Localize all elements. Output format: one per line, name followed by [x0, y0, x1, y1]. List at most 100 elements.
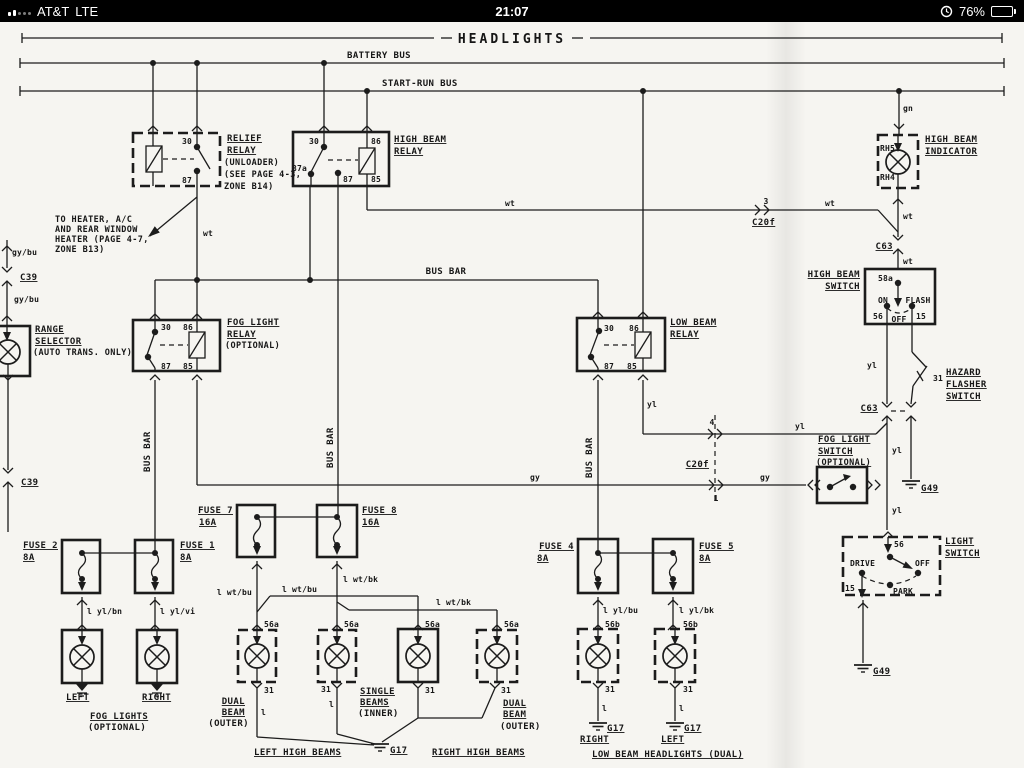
fuse2-amp: 8A — [23, 553, 35, 563]
terminal-31-1: 31 — [264, 686, 274, 695]
light-switch-park: PARK — [893, 587, 913, 596]
range-selector-label-1: RANGE — [35, 325, 64, 335]
wire-lwtbk-1: l wt/bk — [343, 575, 378, 584]
fog-relay-label-1: FOG LIGHT — [227, 318, 280, 328]
wire-lylbk: l yl/bk — [679, 606, 714, 615]
g17-left-caption: LEFT — [661, 735, 684, 745]
fuse2-name: FUSE 2 — [23, 541, 58, 551]
wire-gy-2: gy — [760, 473, 770, 482]
dual-beam-left-1: DUAL — [222, 697, 245, 707]
single-beams-2: BEAMS — [360, 698, 389, 708]
g49-label-2: G49 — [873, 667, 890, 677]
low-pin-30: 30 — [604, 324, 614, 333]
hb-switch-pin-58a: 58a — [878, 274, 893, 283]
high-beam-lamp-2-symbol — [316, 628, 358, 684]
wire-gybu-2: gy/bu — [14, 295, 39, 304]
terminal-56b-1: 56b — [605, 620, 620, 629]
light-switch-symbol — [841, 535, 942, 598]
terminal-31-3: 31 — [425, 686, 435, 695]
wire-yl-1: yl — [867, 361, 877, 370]
light-switch-label-1: LIGHT — [945, 537, 974, 547]
low-pin-86: 86 — [629, 324, 639, 333]
low-beam-lamp-left-symbol — [653, 627, 697, 684]
range-selector-label-2: SELECTOR — [35, 337, 82, 347]
c20f-label-2: C20f — [686, 460, 709, 470]
fog-lamp-left-symbol — [60, 628, 104, 697]
heater-note-4: ZONE B13) — [55, 245, 105, 255]
dual-beam-left-3: (OUTER) — [208, 719, 249, 729]
terminal-31-4: 31 — [501, 686, 511, 695]
hb-switch-flash: FLASH — [905, 296, 930, 305]
heater-note-2: AND REAR WINDOW — [55, 225, 138, 235]
high-beam-lamp-4-symbol — [475, 628, 519, 684]
wire-wt-2: wt — [505, 199, 515, 208]
fog-lights-optional: (OPTIONAL) — [88, 723, 146, 733]
fuse-2-symbol — [60, 538, 102, 595]
fuse8-name: FUSE 8 — [362, 506, 397, 516]
fog-right-caption: RIGHT — [142, 693, 171, 703]
battery-bus-label: BATTERY BUS — [347, 51, 411, 61]
high-beam-lamp-1-symbol — [236, 628, 278, 684]
wire-l-4: l — [679, 704, 684, 713]
hazard-flasher-switch-symbol — [916, 370, 924, 382]
start-run-bus-label: START-RUN BUS — [382, 79, 458, 89]
low-relay-label-1: LOW BEAM — [670, 318, 717, 328]
low-beam-headlights-caption: LOW BEAM HEADLIGHTS (DUAL) — [592, 750, 743, 760]
wire-lwtbu-1: l wt/bu — [217, 588, 252, 597]
terminal-31-5: 31 — [605, 685, 615, 694]
fuse-4-symbol — [576, 537, 620, 595]
fuse5-amp: 8A — [699, 554, 711, 564]
fuse1-amp: 8A — [180, 553, 192, 563]
wire-lwtbk-2: l wt/bk — [436, 598, 471, 607]
range-selector-symbol — [0, 324, 32, 380]
c20f-label-1: C20f — [752, 218, 775, 228]
high-beam-lamp-3-symbol — [396, 627, 440, 684]
indicator-label-2: INDICATOR — [925, 147, 978, 157]
hb-pin-85: 85 — [371, 175, 381, 184]
hb-pin-87: 87 — [343, 175, 353, 184]
terminal-56b-2: 56b — [683, 620, 698, 629]
bus-bar-vertical-label-3: BUS BAR — [585, 437, 595, 478]
wire-lwtbu-2: l wt/bu — [282, 585, 317, 594]
fuse7-amp: 16A — [199, 518, 217, 528]
wire-gybu-1: gy/bu — [12, 248, 37, 257]
bus-bar-label: BUS BAR — [426, 267, 467, 277]
hazard-label-3: SWITCH — [946, 392, 981, 402]
fog-light-relay-symbol — [131, 318, 222, 373]
fog-relay-label-2: RELAY — [227, 330, 256, 340]
dual-beam-left-2: BEAM — [222, 708, 245, 718]
relief-relay-note-2: (SEE PAGE 4-3, — [224, 170, 301, 180]
g17-right-caption: RIGHT — [580, 735, 609, 745]
wire-yl-5: yl — [892, 506, 902, 515]
wire-lylbn: l yl/bn — [87, 607, 122, 616]
hb-switch-pin-56: 56 — [873, 312, 883, 321]
page-title: HEADLIGHTS — [458, 32, 566, 47]
hb-switch-label-2: SWITCH — [825, 282, 860, 292]
fog-pin-30: 30 — [161, 323, 171, 332]
fuse-1-symbol — [133, 538, 175, 595]
g17-label-2: G17 — [607, 724, 624, 734]
clock-label: 21:07 — [495, 3, 529, 19]
c39-label-2: C39 — [21, 478, 38, 488]
light-switch-pin-56: 56 — [894, 540, 904, 549]
g17-label-1: G17 — [390, 746, 407, 756]
single-beams-3: (INNER) — [358, 709, 399, 719]
wire-l-3: l — [602, 704, 607, 713]
low-pin-87: 87 — [604, 362, 614, 371]
battery-icon — [991, 5, 1016, 17]
fuse-7-symbol — [235, 503, 277, 559]
fuse-5-symbol — [651, 537, 695, 595]
dual-beam-right-1: DUAL — [503, 699, 526, 709]
right-high-beams-caption: RIGHT HIGH BEAMS — [432, 748, 525, 758]
fog-pin-86: 86 — [183, 323, 193, 332]
fuse-8-symbol — [315, 503, 359, 559]
single-beams-1: SINGLE — [360, 687, 395, 697]
low-relay-label-2: RELAY — [670, 330, 699, 340]
wire-yl-2: yl — [647, 400, 657, 409]
left-high-beams-caption: LEFT HIGH BEAMS — [254, 748, 341, 758]
fog-relay-label-3: (OPTIONAL) — [225, 341, 280, 351]
fuse4-name: FUSE 4 — [539, 542, 574, 552]
indicator-label-1: HIGH BEAM — [925, 135, 978, 145]
wire-yl-3: yl — [795, 422, 805, 431]
alarm-clock-icon — [940, 5, 953, 17]
